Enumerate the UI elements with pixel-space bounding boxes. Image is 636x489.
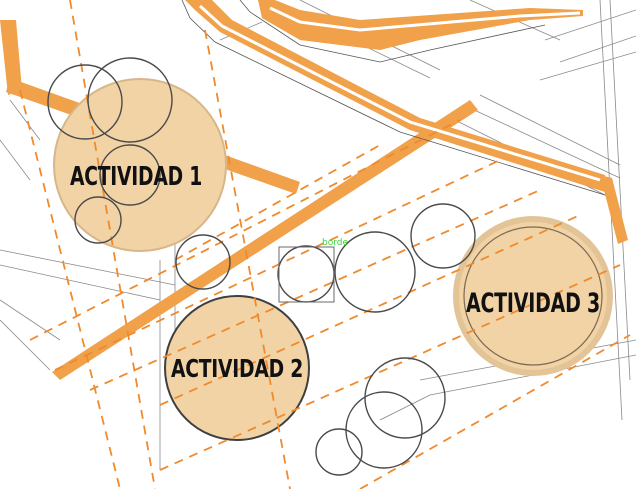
orange-band-right <box>600 175 628 244</box>
activity-3-disc <box>453 216 613 376</box>
outline-circle <box>334 231 416 313</box>
outline-circle <box>74 196 122 244</box>
band-outline-lines <box>181 0 606 196</box>
activity-2-label: ACTIVIDAD 2 <box>171 354 303 383</box>
orange-band-left-vertical <box>0 20 22 95</box>
borde-box <box>278 246 335 303</box>
activity-3-ring <box>463 226 603 366</box>
activity-discs <box>53 78 613 441</box>
outline-circle <box>364 357 446 439</box>
outline-circle <box>315 428 363 476</box>
orange-band-diagonal-main <box>52 100 478 380</box>
borde-label: borde <box>322 238 348 248</box>
outline-circle <box>47 64 123 140</box>
band-inner-lines <box>198 4 601 182</box>
activity-2-disc <box>164 295 310 441</box>
outline-circle <box>175 234 231 290</box>
outline-circle <box>99 144 161 206</box>
outline-circle <box>345 391 423 469</box>
activity-3-label: ACTIVIDAD 3 <box>466 288 600 319</box>
orange-band-top-frame <box>185 0 605 192</box>
outline-circle <box>410 203 476 269</box>
dashed-guides <box>19 0 631 489</box>
outline-circle <box>277 245 335 303</box>
outline-circle <box>87 57 173 143</box>
outline-circles <box>47 57 476 476</box>
activity-1-disc <box>53 78 227 252</box>
activity-1-label: ACTIVIDAD 1 <box>70 162 202 192</box>
